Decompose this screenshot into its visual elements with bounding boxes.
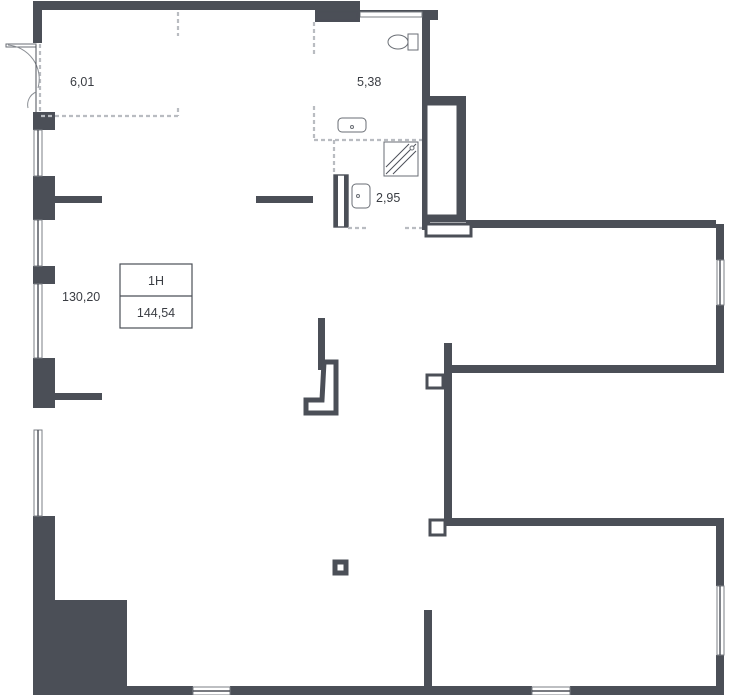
unit-total-area: 144,54 <box>137 306 175 320</box>
unit-info-box: 1Н 144,54 <box>119 263 193 329</box>
exterior-walls <box>33 1 724 695</box>
column-square <box>424 102 460 218</box>
toilet-icon <box>387 33 419 51</box>
column-square <box>332 559 349 576</box>
column-square <box>428 518 447 537</box>
unit-name: 1Н <box>148 274 164 288</box>
room-area-bathroom: 5,38 <box>357 75 381 89</box>
zone-boundaries <box>38 12 422 230</box>
windows <box>33 11 725 695</box>
shower-icon <box>383 141 419 177</box>
room-area-main-room: 130,20 <box>62 290 100 304</box>
sink-icon <box>337 117 367 133</box>
entrance-door <box>5 43 40 112</box>
column-square <box>425 373 445 390</box>
room-area-shower-room: 2,95 <box>376 191 400 205</box>
interior-walls <box>55 10 432 686</box>
column-square <box>424 222 473 238</box>
washbasin-icon <box>351 183 371 209</box>
central-pillar <box>303 318 339 416</box>
room-area-hall: 6,01 <box>70 75 94 89</box>
